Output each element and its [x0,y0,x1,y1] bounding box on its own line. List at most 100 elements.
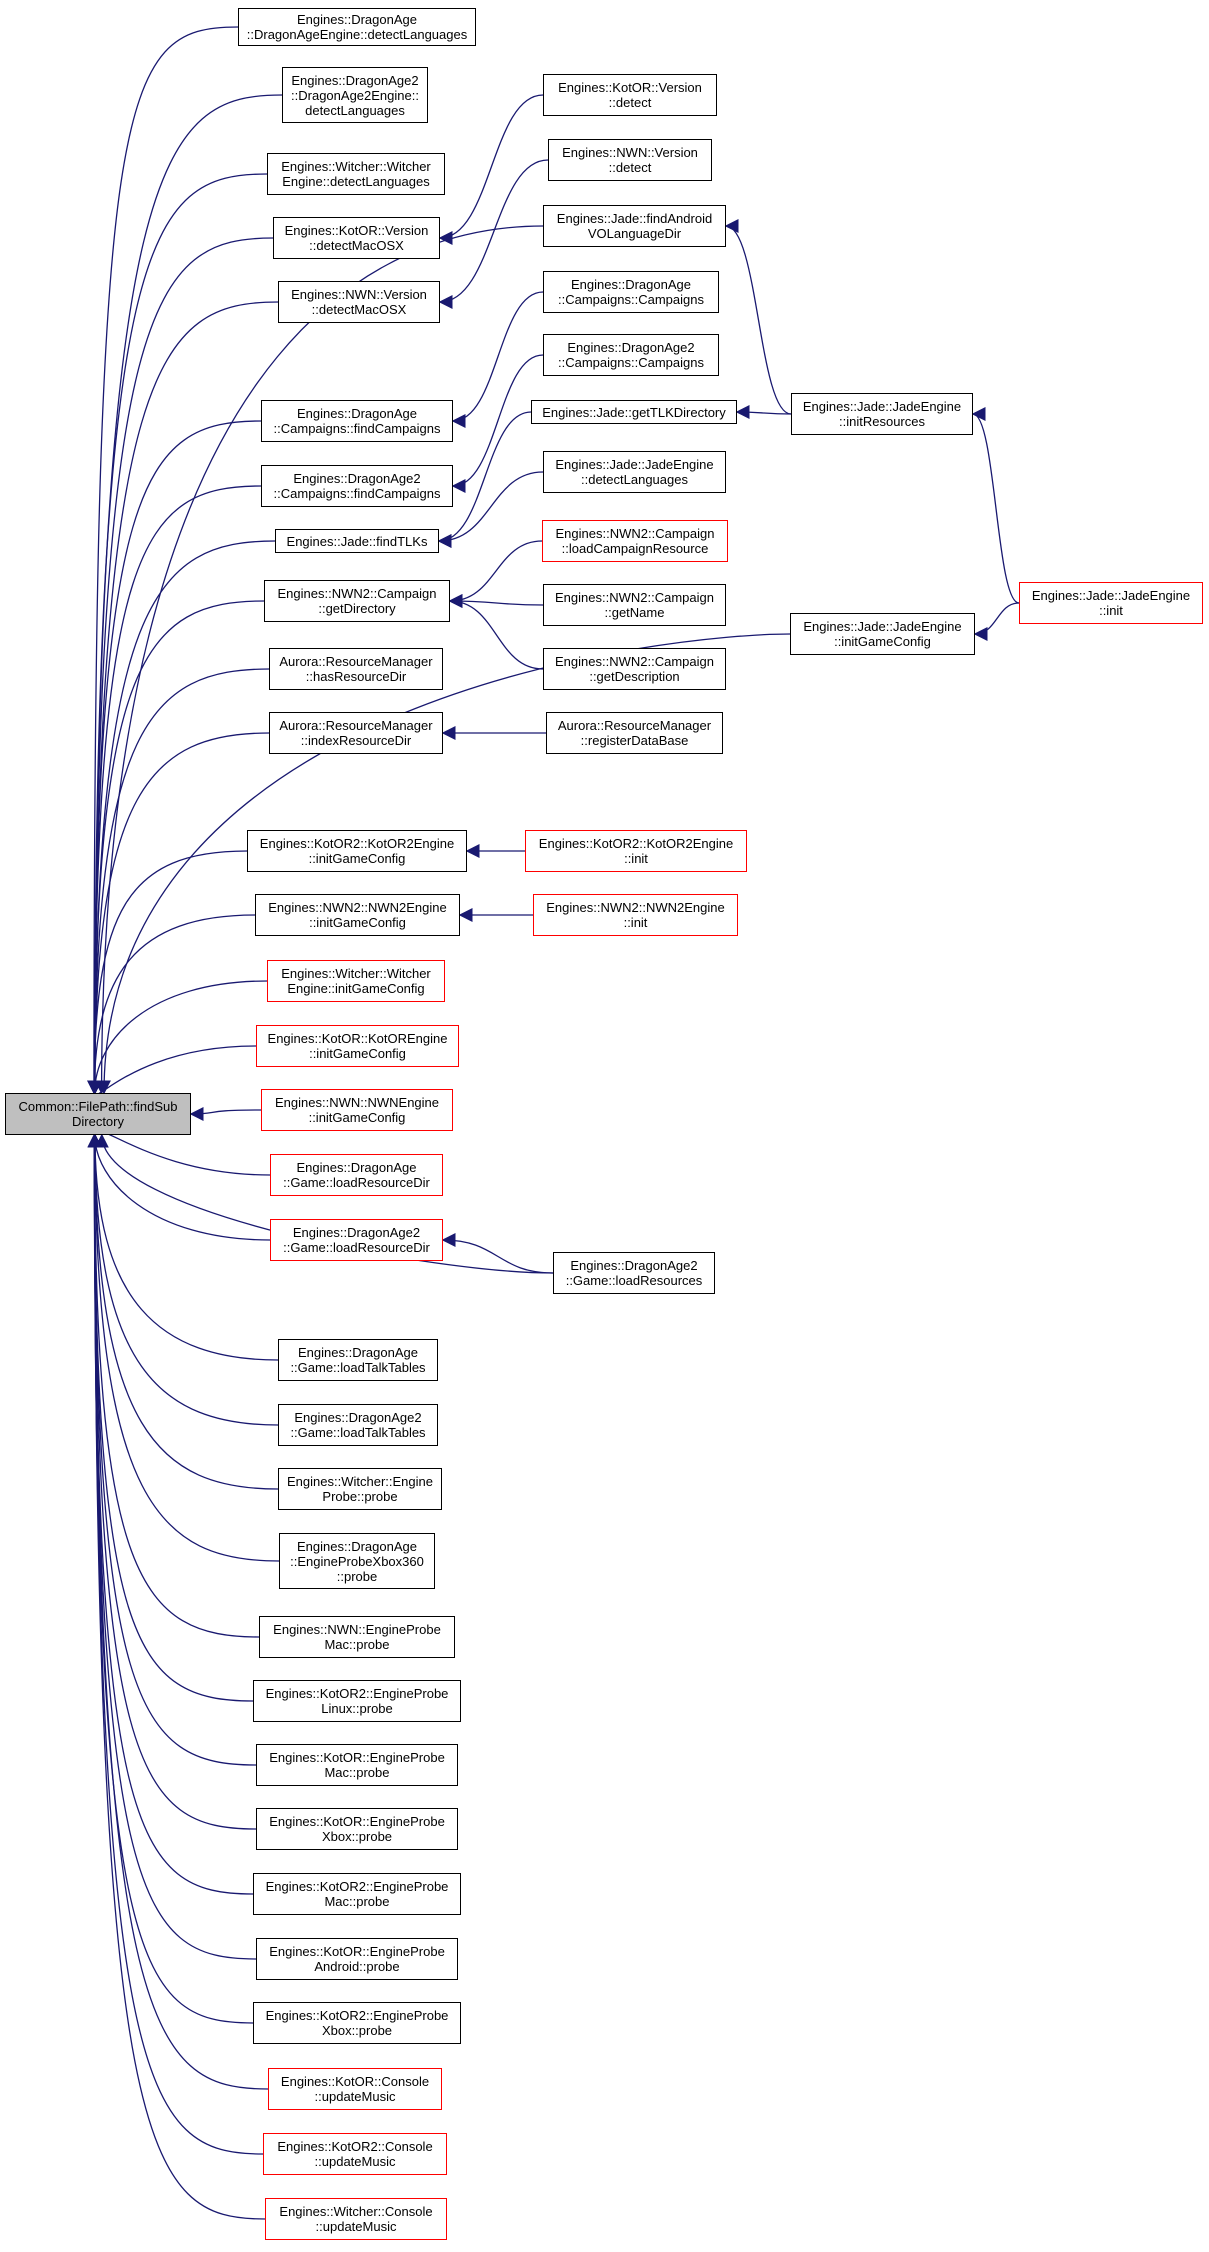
node-da-findcamp[interactable]: Engines::DragonAge::Campaigns::findCampa… [261,400,453,442]
node-label-line: ::indexResourceDir [300,733,412,748]
node-da2-detect[interactable]: Engines::DragonAge2::DragonAge2Engine::d… [282,67,428,123]
node-label-line: Engines::KotOR::EngineProbe [269,1750,445,1765]
node-label-line: Engines::Jade::JadeEngine [803,619,962,634]
node-label-line: ::init [623,915,648,930]
node-kotor2-music[interactable]: Engines::KotOR2::Console::updateMusic [263,2133,447,2175]
node-nwn2-getname[interactable]: Engines::NWN2::Campaign::getName [543,584,726,626]
node-nwn2-igc[interactable]: Engines::NWN2::NWN2Engine::initGameConfi… [255,894,460,936]
node-label-line: ::Game::loadResources [565,1273,703,1288]
node-label-line: Engines::Jade::JadeEngine [802,399,962,414]
edge-da-x360-probe-to-root [87,1133,280,1562]
node-nwn-igc[interactable]: Engines::NWN::NWNEngine::initGameConfig [261,1089,453,1131]
node-label-line: ::initGameConfig [308,1110,406,1125]
node-nwn-ver-macosx[interactable]: Engines::NWN::Version::detectMacOSX [278,281,440,323]
node-da-campaigns[interactable]: Engines::DragonAge::Campaigns::Campaigns [543,271,719,313]
node-label-line: ::updateMusic [314,2154,396,2169]
node-nwn2-init[interactable]: Engines::NWN2::NWN2Engine::init [533,894,738,936]
node-jade-initres[interactable]: Engines::Jade::JadeEngine::initResources [791,393,973,435]
node-da2-loadres[interactable]: Engines::DragonAge2::Game::loadResourceD… [270,1219,443,1261]
edge-witcher-igc-to-root [87,980,268,1095]
node-kotor-igc[interactable]: Engines::KotOR::KotOREngine::initGameCon… [256,1025,459,1067]
node-label-line: Engines::DragonAge [297,406,417,421]
node-label-line: ::init [624,851,648,866]
node-label-line: Engines::DragonAge2 [292,1225,421,1240]
node-jade-init[interactable]: Engines::Jade::JadeEngine::init [1019,582,1203,624]
edge-kotor-xbox-probe-to-root [87,1133,257,1830]
node-jade-findtlks[interactable]: Engines::Jade::findTLKs [275,529,439,553]
node-kotor-ver-macosx[interactable]: Engines::KotOR::Version::detectMacOSX [273,217,440,259]
node-label-line: ::init [1099,603,1123,618]
node-da-loadres[interactable]: Engines::DragonAge::Game::loadResourceDi… [270,1154,443,1196]
node-label-line: Engines::NWN::Version [291,287,427,302]
node-label-line: ::EngineProbeXbox360 [290,1553,424,1569]
node-label-line: Engines::NWN2::NWN2Engine [268,900,447,915]
node-nwn2-getdir[interactable]: Engines::NWN2::Campaign::getDirectory [264,580,450,622]
node-jade-igc[interactable]: Engines::Jade::JadeEngine::initGameConfi… [790,613,975,655]
node-nwn2-loadcamp[interactable]: Engines::NWN2::Campaign::loadCampaignRes… [542,520,728,562]
node-rm-regdb[interactable]: Aurora::ResourceManager::registerDataBas… [546,712,723,754]
node-da-x360-probe[interactable]: Engines::DragonAge::EngineProbeXbox360::… [279,1533,435,1589]
node-kotor2-igc[interactable]: Engines::KotOR2::KotOR2Engine::initGameC… [247,830,467,872]
edge-da-talk-to-root [87,1133,279,1361]
node-da2-findcamp[interactable]: Engines::DragonAge2::Campaigns::findCamp… [261,465,453,507]
node-label-line: Engines::DragonAge [298,1345,418,1360]
node-da-talk[interactable]: Engines::DragonAge::Game::loadTalkTables [278,1339,438,1381]
node-kotor2-init[interactable]: Engines::KotOR2::KotOR2Engine::init [525,830,747,872]
node-kotor-music[interactable]: Engines::KotOR::Console::updateMusic [268,2068,442,2110]
edge-da-detect-to-root [86,26,239,1095]
node-witcher-music[interactable]: Engines::Witcher::Console::updateMusic [265,2198,447,2240]
edge-nwn2-getdesc-to-nwn2-getdir [448,594,544,670]
node-jade-detectlang[interactable]: Engines::Jade::JadeEngine::detectLanguag… [543,451,726,493]
edge-da2-loadresources-to-da2-loadres [441,1233,554,1274]
node-label-line: ::getName [604,605,665,620]
edge-jade-init-to-jade-initres [971,407,1020,604]
node-label-line: Mac::probe [324,1765,390,1780]
node-label-line: Engines::KotOR::Version [284,223,429,238]
node-label-line: Xbox::probe [321,1829,393,1844]
node-label-line: Mac::probe [324,1894,390,1909]
node-nwn-ver-detect[interactable]: Engines::NWN::Version::detect [548,139,712,181]
node-da-detect[interactable]: Engines::DragonAge::DragonAgeEngine::det… [238,8,476,46]
node-label-line: Engines::NWN::EngineProbe [273,1622,441,1637]
node-rm-hasres[interactable]: Aurora::ResourceManager::hasResourceDir [269,648,443,690]
node-label-line: Aurora::ResourceManager [279,718,433,733]
node-kotor-ver-detect[interactable]: Engines::KotOR::Version::detect [543,74,717,116]
edge-da2-campaigns-to-da2-findcamp [451,354,544,493]
node-label-line: ::updateMusic [315,2219,397,2234]
node-nwn2-getdesc[interactable]: Engines::NWN2::Campaign::getDescription [543,648,726,690]
node-label-line: Engines::DragonAge2 [291,72,419,88]
edge-kotor-ver-detect-to-kotor-ver-macosx [438,94,544,245]
node-label-line: ::detect [608,160,652,175]
edge-da2-loadres-to-root [87,1133,271,1241]
node-da2-campaigns[interactable]: Engines::DragonAge2::Campaigns::Campaign… [543,334,719,376]
edge-jade-initres-to-jade-findvo [724,219,792,415]
node-label-line: Engines::NWN2::Campaign [555,526,715,541]
node-label-line: Engines::KotOR::Version [558,80,702,95]
edge-nwn2-getdir-to-root [87,600,265,1095]
node-label-line: ::initGameConfig [309,915,406,930]
node-label-line: ::detectMacOSX [311,302,407,317]
node-label-line: Engines::KotOR2::EngineProbe [265,2008,449,2023]
node-da2-loadresources[interactable]: Engines::DragonAge2::Game::loadResources [553,1252,715,1294]
node-rm-indexres[interactable]: Aurora::ResourceManager::indexResourceDi… [269,712,443,754]
node-label-line: Engines::Witcher::Witcher [281,159,431,174]
node-da2-talk[interactable]: Engines::DragonAge2::Game::loadTalkTable… [278,1404,438,1446]
node-label-line: ::registerDataBase [580,733,689,748]
node-jade-gettlk[interactable]: Engines::Jade::getTLKDirectory [531,400,737,424]
node-label-line: Engines::DragonAge2 [294,1410,422,1425]
node-label-line: Android::probe [314,1959,400,1974]
edge-witcher-probe-to-root [87,1133,279,1490]
